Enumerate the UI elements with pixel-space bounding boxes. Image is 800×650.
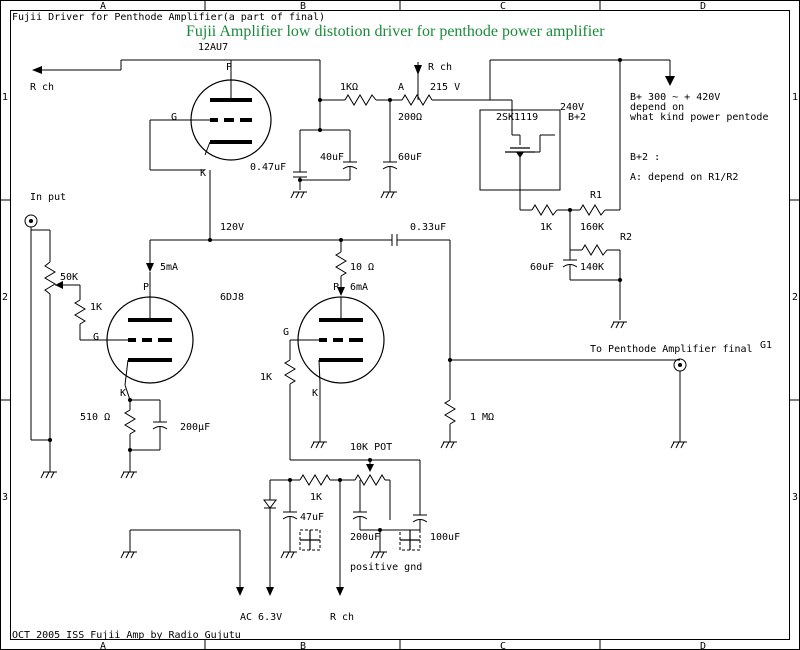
column-marker-d: D: [700, 1, 706, 12]
row-marker-3: 3: [2, 492, 8, 503]
fet-label: 2SK1119: [496, 112, 538, 123]
r-1k-fet-label: 1K: [540, 222, 552, 233]
r2-label: R2: [620, 232, 632, 243]
row-marker-1-right: 1: [792, 92, 798, 103]
a-note: A: depend on R1/R2: [630, 172, 738, 183]
main-title: Fujii Amplifier low distotion driver for…: [186, 23, 605, 40]
right-tube-network: [284, 340, 421, 515]
v215-label: 215 V: [430, 82, 460, 93]
bplus-note-1: B+ 300 ~ + 420V: [630, 92, 720, 103]
g1-label: G1: [760, 340, 772, 351]
pot-50k-label: 50K: [60, 272, 78, 283]
cap-033-label: 0.33uF: [410, 222, 446, 233]
output-network: [440, 358, 687, 449]
footer-caption: OCT 2005 ISS Fujii Amp by Radio Gujutu: [12, 630, 241, 641]
input-section: [24, 214, 105, 479]
tube-left: [105, 296, 194, 386]
tube-right-pin-p: P: [333, 282, 339, 293]
bplus-note-3: what kind power pentode: [630, 112, 768, 123]
r1m-label: 1 MΩ: [470, 412, 494, 423]
cap-60-top-label: 60uF: [398, 152, 422, 163]
r-160k-label: 160K: [580, 222, 604, 233]
tube-12au7-label: 12AU7: [198, 42, 228, 53]
tube-left-pin-k: K: [120, 388, 126, 399]
tube-12au7-pin-g: G: [171, 112, 177, 123]
tube-right-pin-k: K: [312, 388, 318, 399]
bplus-note-2: depend on: [630, 102, 684, 113]
bplus-rail: [618, 58, 675, 210]
column-marker-a: A: [100, 1, 106, 12]
capacitors-047-40: [290, 128, 358, 199]
ac63-label: AC 6.3V: [240, 612, 282, 623]
tube-pair-label: 6DJ8: [220, 292, 244, 303]
c200uf-label: 200uF: [350, 532, 380, 543]
wires-top-tube: [32, 59, 321, 242]
bus-120v: [146, 234, 451, 400]
column-marker-b: B: [300, 1, 306, 12]
resistor-200-ohm: [390, 94, 512, 106]
input-label: In put: [30, 192, 66, 203]
rch-bot-label: R ch: [330, 612, 354, 623]
rch-215-label: R ch: [428, 62, 452, 73]
v120-label: 120V: [220, 222, 244, 233]
column-marker-d-bottom: D: [700, 641, 706, 650]
r1k-right-label: 1K: [260, 372, 272, 383]
bplus2-note: B+2 :: [630, 152, 660, 163]
rch-arrow-215: [414, 62, 422, 100]
node-a-label: A: [398, 82, 404, 93]
column-marker-a-bottom: A: [100, 641, 106, 650]
resistor-200-label: 200Ω: [398, 112, 422, 123]
resistor-1k-top: [318, 94, 392, 106]
ground-symbol-left: [299, 529, 321, 551]
mosfet-2sk1119: [479, 59, 620, 210]
pot-10k-label: 10K POT: [350, 442, 392, 453]
r1k-bot-label: 1K: [310, 492, 322, 503]
r-140k-label: 140K: [580, 262, 604, 273]
i5ma-label: 5mA: [160, 262, 178, 273]
cap-40-label: 40uF: [320, 152, 344, 163]
divider-r1-r2: [520, 204, 627, 329]
tube-left-pin-p: P: [143, 282, 149, 293]
tube-right: [290, 296, 385, 384]
r10-label: 10 Ω: [350, 262, 374, 273]
tube-12au7-pin-k: K: [200, 168, 206, 179]
cap-60-b-label: 60uF: [530, 262, 554, 273]
left-cathode-network: [120, 384, 168, 479]
heater-supply: [120, 458, 428, 596]
file-title: Fujii Driver for Penthode Amplifier(a pa…: [12, 12, 325, 23]
column-marker-c: C: [500, 1, 506, 12]
r1k-g-label: 1K: [90, 302, 102, 313]
c100uf-label: 100uF: [430, 532, 460, 543]
row-marker-3-right: 3: [792, 492, 798, 503]
tube-left-pin-g: G: [93, 332, 99, 343]
tube-12au7-pin-p: P: [226, 62, 232, 73]
cap-047-label: 0.47uF: [250, 162, 286, 173]
capacitor-60uf-top: [380, 100, 398, 199]
i6ma-label: 6mA: [350, 282, 368, 293]
c47-label: 47uF: [300, 512, 324, 523]
column-marker-b-bottom: B: [300, 641, 306, 650]
column-marker-c-bottom: C: [500, 641, 506, 650]
to-final-label: To Penthode Amplifier final: [590, 344, 753, 355]
resistor-1k-top-label: 1KΩ: [340, 82, 358, 93]
row-marker-2-right: 2: [792, 292, 798, 303]
row-marker-1: 1: [2, 92, 8, 103]
row-marker-2: 2: [2, 292, 8, 303]
rch-top-label: R ch: [30, 82, 54, 93]
v240-label: 240V: [560, 102, 584, 113]
bplus2-label: B+2: [568, 112, 586, 123]
c200u-label: 200μF: [180, 422, 210, 433]
tube-right-pin-g: G: [283, 327, 289, 338]
r510-label: 510 Ω: [80, 412, 110, 423]
positive-gnd-label: positive gnd: [350, 562, 422, 573]
r1-label: R1: [590, 190, 602, 201]
resistor-10-ohm: [335, 240, 347, 296]
ground-symbol-right: [399, 529, 421, 551]
